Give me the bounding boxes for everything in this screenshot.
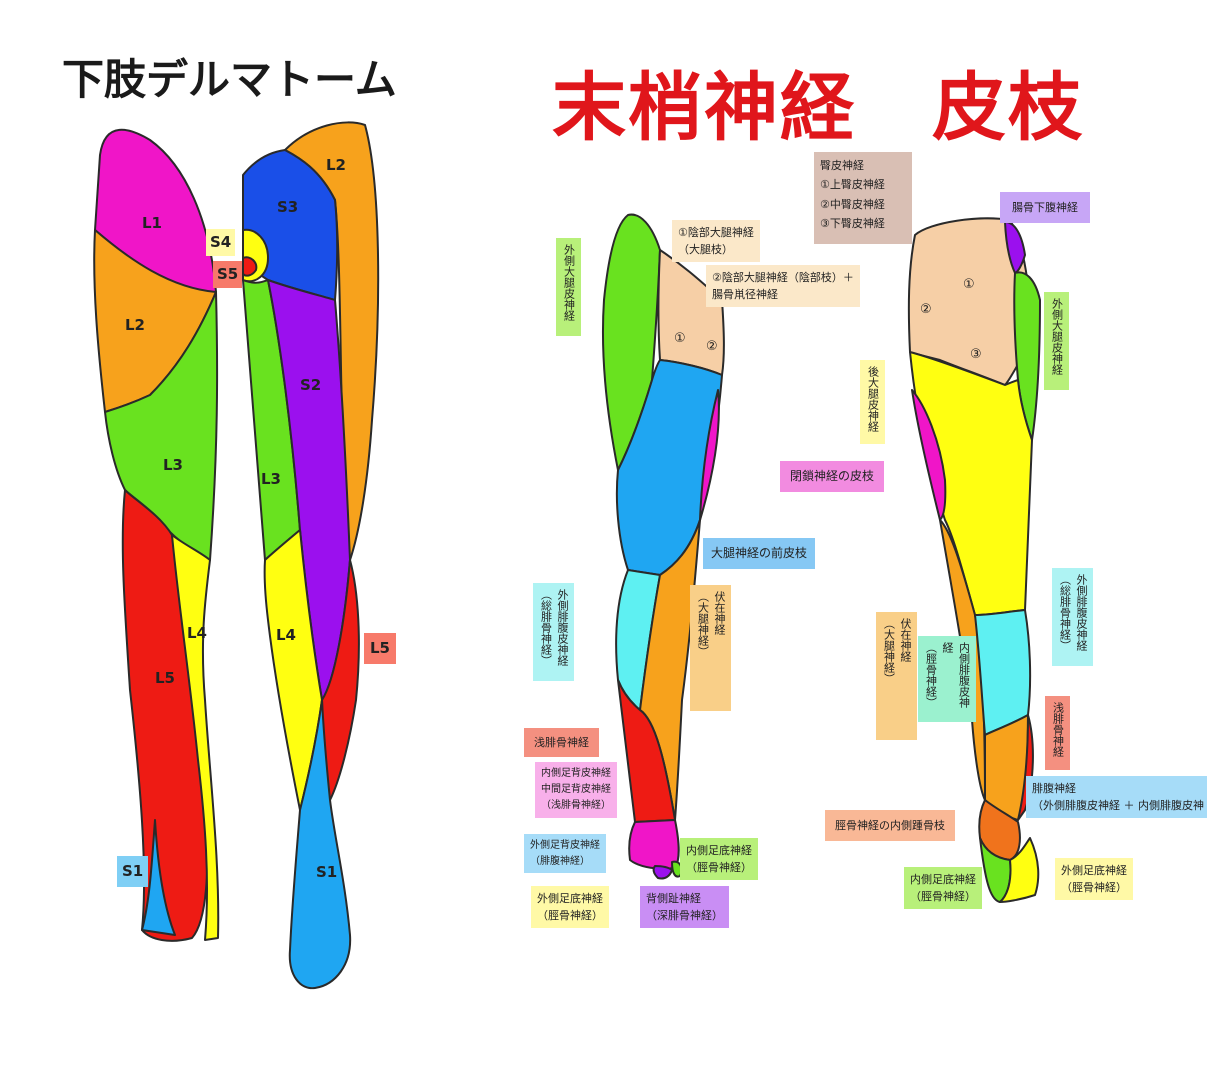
seg-label-l3-front: L3 [163, 456, 183, 474]
circle-label-2-front: ② [706, 339, 718, 354]
label-medial-dorsal-foot: 内側足背皮神経中間足背皮神経（浅腓骨神経） [535, 762, 617, 818]
nerve-lateral-sural-back-region [974, 609, 1032, 736]
nerve-posterior-femoral-region [909, 351, 1033, 616]
label-lateral-sural-front: 外側腓腹皮神経（総腓骨神経） [533, 583, 574, 681]
circle-label-1-back: ① [963, 277, 975, 292]
seg-label-l2-front: L2 [125, 316, 145, 334]
label-lateral-femoral-back: 外側大腿皮神経 [1044, 292, 1069, 390]
seg-label-l5-back: L5 [364, 633, 396, 665]
label-lateral-plantar-back: 外側足底神経（脛骨神経） [1055, 858, 1133, 901]
cutaneous-nerve-title: 末梢神経 皮枝 [552, 65, 1084, 151]
label-medial-plantar-front: 内側足底神経（脛骨神経） [680, 838, 758, 881]
label-saphenous-back: 伏在神経（大腿神経） [876, 612, 917, 740]
seg-label-s1-front: S1 [117, 856, 149, 888]
nerve-iliohypogastric-region [1004, 221, 1026, 274]
seg-label-l5-front: L5 [155, 669, 175, 687]
nerve-saphenous-back-region [911, 389, 947, 521]
dermatome-s5-region [242, 256, 258, 277]
circle-label-3-back: ③ [970, 347, 982, 362]
label-medial-calcaneal: 脛骨神経の内側踵骨枝 [825, 810, 955, 842]
label-posterior-femoral: 後大腿皮神経 [860, 360, 885, 444]
label-medial-plantar-back: 内側足底神経（脛骨神経） [904, 867, 982, 910]
seg-label-s5: S5 [213, 261, 243, 289]
label-superficial-peroneal-back: 浅腓骨神経 [1045, 696, 1070, 770]
label-femoral-anterior: 大腿神経の前皮枝 [703, 538, 816, 569]
label-obturator: 閉鎖神経の皮枝 [780, 461, 885, 492]
label-genitofemoral-femoral: ①陰部大腿神経（大腿枝） [672, 220, 760, 263]
label-saphenous-front: 伏在神経（大腿神経） [690, 585, 731, 711]
dermatome-title: 下肢デルマトーム [62, 55, 397, 104]
label-sural: 腓腹神経（外側腓腹皮神経 ＋ 内側腓腹皮神 [1026, 776, 1207, 819]
seg-label-l3-back: L3 [261, 470, 281, 488]
nerve-saphenous-front-region [639, 519, 701, 821]
nerve-superficial-peroneal-front-region [617, 679, 676, 823]
seg-label-l4-back: L4 [276, 626, 296, 644]
label-medial-sural-back: 内側腓腹皮神経（脛骨神経） [918, 636, 976, 722]
seg-label-s4: S4 [206, 229, 236, 257]
label-superficial-peroneal-front: 浅腓骨神経 [524, 728, 599, 758]
circle-label-1-front: ① [674, 331, 686, 346]
label-lateral-dorsal-foot: 外側足背皮神経（腓腹神経） [524, 834, 606, 873]
dermatome-s1-back-region [288, 699, 352, 990]
seg-label-l2-back: L2 [326, 156, 346, 174]
seg-label-s2: S2 [300, 376, 321, 394]
circle-label-2-back: ② [920, 302, 932, 317]
label-iliohypogastric: 腸骨下腹神経 [1000, 192, 1090, 224]
seg-label-s1-back: S1 [316, 863, 337, 881]
nerve-lateral-plantar-back-region [999, 837, 1040, 903]
dermatome-s1-front-region [141, 819, 176, 936]
label-genitofemoral-genital: ②陰部大腿神経（陰部枝）＋腸骨鼡径神経 [706, 265, 860, 308]
label-lateral-plantar-front: 外側足底神経（脛骨神経） [531, 886, 609, 929]
label-dorsal-digital: 背側趾神経（深腓骨神経） [640, 886, 729, 929]
label-lateral-femoral-front: 外側大腿皮神経 [556, 238, 581, 336]
label-lateral-sural-back: 外側腓腹皮神経（総腓骨神経） [1052, 568, 1093, 666]
seg-label-l1: L1 [142, 214, 162, 232]
seg-label-s3: S3 [277, 198, 298, 216]
seg-label-l4-front: L4 [187, 624, 207, 642]
dermatome-l4-front-region [171, 534, 220, 941]
nerve-dorsal-digital-region [652, 865, 673, 880]
